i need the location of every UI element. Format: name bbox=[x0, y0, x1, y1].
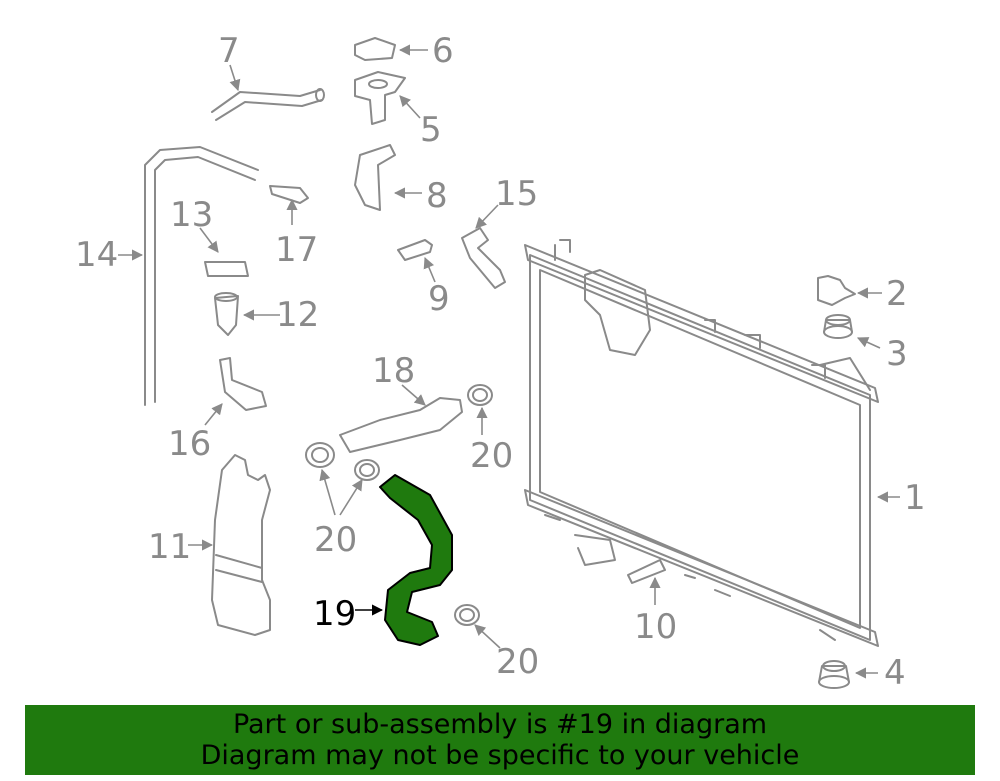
callout-19: 19 bbox=[313, 594, 356, 634]
banner-line-1: Part or sub-assembly is #19 in diagram bbox=[232, 709, 768, 740]
callout-1: 1 bbox=[904, 478, 926, 518]
callout-12: 12 bbox=[276, 295, 319, 335]
parts-diagram: 1 2 3 4 5 6 7 8 9 10 11 12 13 14 15 16 1… bbox=[75, 31, 926, 693]
cap-part bbox=[354, 37, 396, 61]
joint-9-part bbox=[397, 239, 433, 261]
long-hose-14-part bbox=[144, 146, 259, 406]
callout-6: 6 bbox=[432, 31, 454, 71]
hose-16-part bbox=[219, 357, 267, 411]
callout-4: 4 bbox=[884, 653, 906, 693]
callout-14: 14 bbox=[75, 235, 118, 275]
callout-17: 17 bbox=[275, 230, 318, 270]
pipe-12-part bbox=[214, 292, 239, 336]
callout-20-bottom: 20 bbox=[496, 642, 539, 682]
clamp-20-a-part bbox=[467, 384, 493, 406]
upper-hose-18-part bbox=[339, 397, 463, 453]
reserve-tank-part bbox=[211, 454, 271, 636]
hose-8-part bbox=[354, 144, 396, 211]
lower-hose-19-highlighted bbox=[379, 474, 453, 646]
hose-7-part bbox=[211, 88, 325, 121]
callout-lines bbox=[118, 44, 900, 679]
callout-9: 9 bbox=[428, 279, 450, 319]
callout-10: 10 bbox=[634, 607, 677, 647]
clamp-13-part bbox=[204, 261, 249, 277]
callout-15: 15 bbox=[495, 174, 538, 214]
filler-neck-part bbox=[354, 71, 406, 125]
clamp-20-b-part bbox=[305, 442, 335, 468]
clamp-20-d-part bbox=[454, 604, 480, 626]
drain-plug-part bbox=[627, 559, 666, 584]
joint-17-part bbox=[269, 185, 309, 204]
callout-11: 11 bbox=[148, 527, 191, 567]
callout-20-right: 20 bbox=[470, 436, 513, 476]
callout-2: 2 bbox=[886, 274, 908, 314]
callout-16: 16 bbox=[168, 424, 211, 464]
clamp-20-c-part bbox=[354, 459, 380, 481]
lower-cushion-part bbox=[818, 660, 850, 689]
bracket-part bbox=[817, 275, 856, 306]
hose-15-part bbox=[461, 227, 506, 289]
callout-8: 8 bbox=[426, 176, 448, 216]
banner-line-2: Diagram may not be specific to your vehi… bbox=[200, 740, 800, 771]
upper-cushion-part bbox=[823, 314, 853, 339]
callout-20-left: 20 bbox=[314, 520, 357, 560]
callout-18: 18 bbox=[372, 351, 415, 391]
callout-3: 3 bbox=[886, 334, 908, 374]
callout-7: 7 bbox=[218, 31, 240, 71]
callout-13: 13 bbox=[170, 195, 213, 235]
radiator-part bbox=[524, 239, 879, 647]
callout-5: 5 bbox=[420, 110, 442, 150]
info-banner: Part or sub-assembly is #19 in diagram D… bbox=[25, 705, 975, 775]
